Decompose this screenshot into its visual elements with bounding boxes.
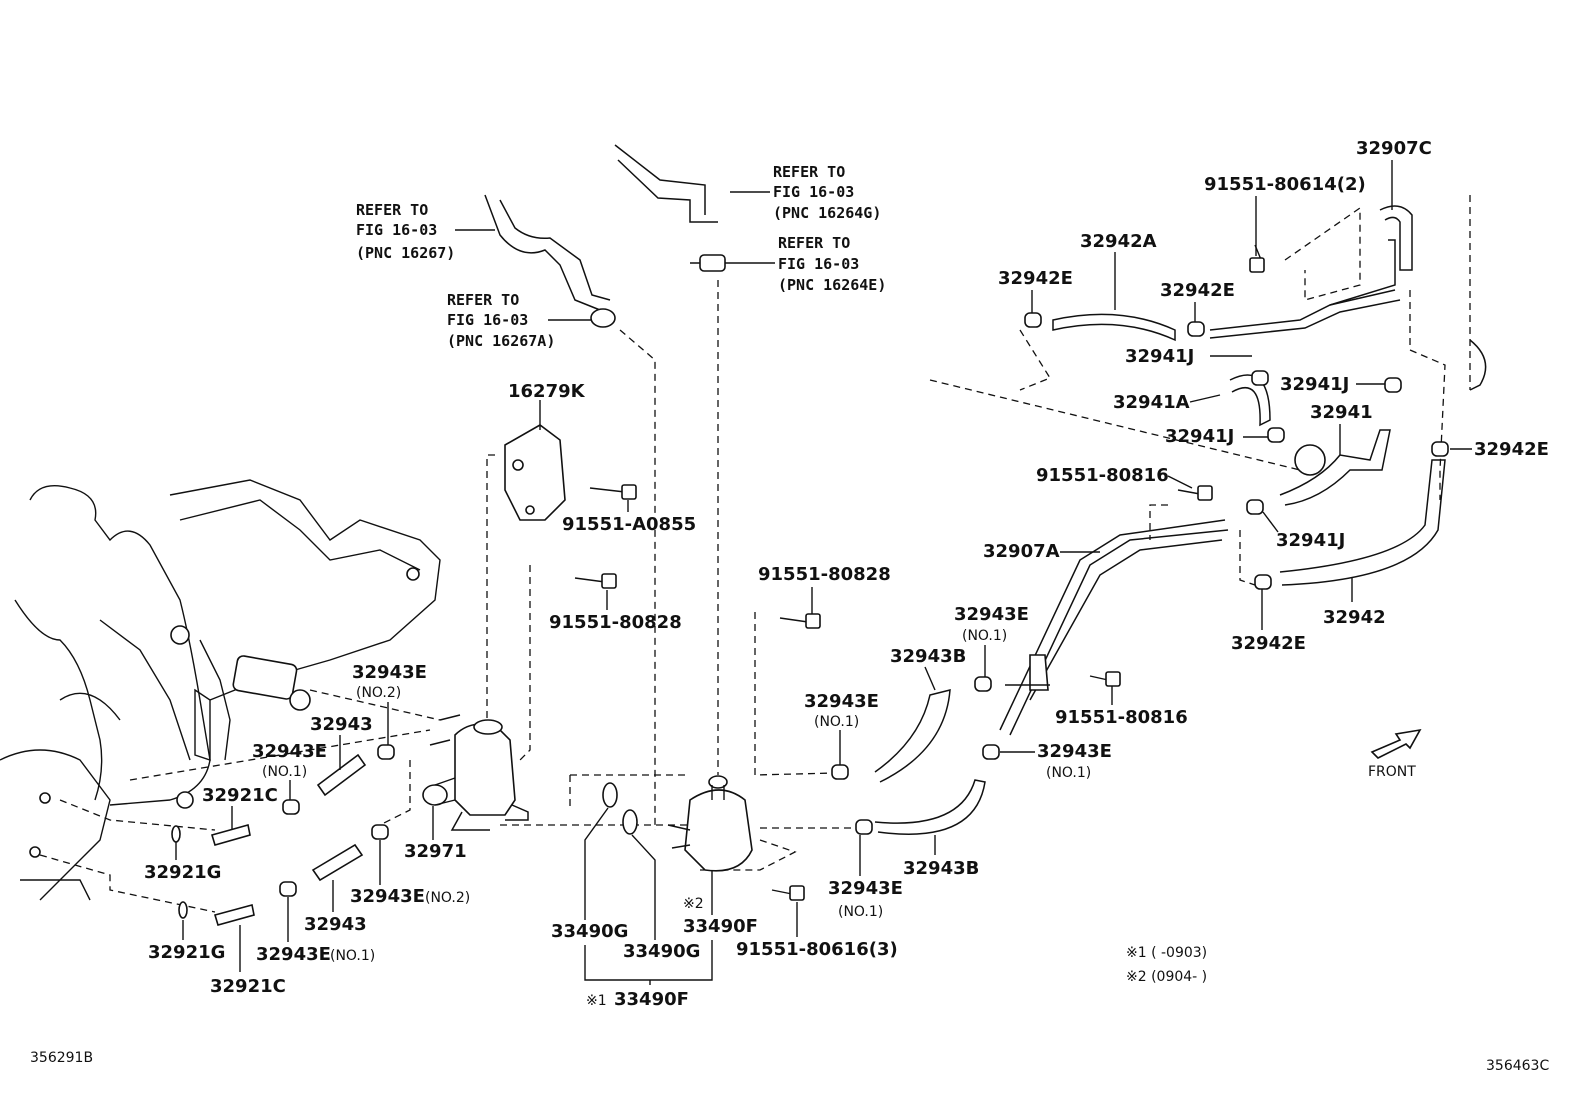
ref3-line2: FIG 16-03 (773, 183, 854, 201)
ref1-line1: REFER TO (356, 201, 428, 219)
label-32943e-no1-left: 32943E (252, 741, 327, 762)
vacuum-tank (602, 775, 753, 872)
label-91551-80616: 91551-80616(3) (736, 939, 898, 960)
label-32943-bottom: 32943 (304, 914, 367, 935)
left-hoses (171, 744, 395, 926)
label-32921c-top: 32921C (202, 785, 278, 806)
label-32943e-no2-top: 32943E (352, 662, 427, 683)
label-32943e-no2-bottom: 32943E (350, 886, 425, 907)
label-32941j-a: 32941J (1125, 346, 1194, 367)
label-33490g-b: 33490G (623, 941, 700, 962)
label-32907c: 32907C (1356, 138, 1432, 159)
note-2: ※2 (0904- ) (1126, 969, 1207, 985)
engine-block (0, 479, 441, 901)
label-32941: 32941 (1310, 402, 1373, 423)
ref2-line2: FIG 16-03 (447, 311, 528, 329)
label-91551-80816-a: 91551-80816 (1036, 465, 1169, 486)
label-32943b-top: 32943B (890, 646, 966, 667)
mid-hoses (831, 676, 1000, 835)
leader-lines (39, 195, 1471, 913)
label-32942e-d: 32942E (1231, 633, 1306, 654)
label-32943b-bottom: 32943B (903, 858, 979, 879)
figure-id-right: 356463C (1486, 1058, 1549, 1074)
label-32942a: 32942A (1080, 231, 1157, 252)
label-91551-80614: 91551-80614(2) (1204, 174, 1366, 195)
label-mark2: ※2 (683, 896, 704, 912)
ref4-line2: FIG 16-03 (778, 255, 859, 273)
upper-hoses (484, 144, 735, 328)
ref1-line3: (PNC 16267) (356, 244, 455, 262)
label-no1-bottom: (NO.1) (330, 948, 375, 964)
label-no1-c: (NO.1) (962, 628, 1007, 644)
label-91551-80828-b: 91551-80828 (758, 564, 891, 585)
label-32943e-no1-e: 32943E (828, 878, 903, 899)
label-32941j-d: 32941J (1276, 530, 1345, 551)
ref3-line3: (PNC 16264G) (773, 204, 881, 222)
front-arrow-icon (1370, 728, 1422, 759)
ref2-line3: (PNC 16267A) (447, 332, 555, 350)
ref1-line2: FIG 16-03 (356, 221, 437, 239)
bolts (574, 244, 1265, 901)
label-33490g-a: 33490G (551, 921, 628, 942)
label-32907a: 32907A (983, 541, 1060, 562)
label-32942e-b: 32942E (1160, 280, 1235, 301)
label-32943e-mid: 32943E (804, 691, 879, 712)
label-32943e-no1-bottom: 32943E (256, 944, 331, 965)
label-32942: 32942 (1323, 607, 1386, 628)
label-33490f-top: 33490F (683, 916, 758, 937)
label-32971: 32971 (404, 841, 467, 862)
label-32943e-no1-d: 32943E (1037, 741, 1112, 762)
figure-id-left: 356291B (30, 1050, 93, 1066)
ref4-line1: REFER TO (778, 234, 850, 252)
ref2-line1: REFER TO (447, 291, 519, 309)
ref4-line3: (PNC 16264E) (778, 276, 886, 294)
label-no1-e: (NO.1) (838, 904, 883, 920)
label-no1-left: (NO.1) (262, 764, 307, 780)
label-front: FRONT (1368, 764, 1416, 780)
label-32921c-bottom: 32921C (210, 976, 286, 997)
label-no2-top: (NO.2) (356, 685, 401, 701)
pipe-32907a (999, 519, 1229, 736)
label-32941a: 32941A (1113, 392, 1190, 413)
label-33490f-bottom: 33490F (614, 989, 689, 1010)
bracket-16279k (504, 424, 637, 521)
label-32921g-top: 32921G (144, 862, 221, 883)
label-32943e-no1-c: 32943E (954, 604, 1029, 625)
label-no1-mid: (NO.1) (814, 714, 859, 730)
label-32941j-b: 32941J (1280, 374, 1349, 395)
label-91551-80816-b: 91551-80816 (1055, 707, 1188, 728)
labels: REFER TO FIG 16-03 (PNC 16267) REFER TO … (30, 138, 1549, 1074)
label-91551-80828-a: 91551-80828 (549, 612, 682, 633)
label-no2-bottom: (NO.2) (425, 890, 470, 906)
label-32943-top: 32943 (310, 714, 373, 735)
label-mark1: ※1 (586, 993, 607, 1009)
label-32942e-a: 32942E (998, 268, 1073, 289)
label-32921g-bottom: 32921G (148, 942, 225, 963)
ref3-line1: REFER TO (773, 163, 845, 181)
label-32941j-c: 32941J (1165, 426, 1234, 447)
label-16279k: 16279K (508, 381, 586, 402)
label-no1-d: (NO.1) (1046, 765, 1091, 781)
note-1: ※1 ( -0903) (1126, 945, 1207, 961)
label-32942e-c: 32942E (1474, 439, 1549, 460)
label-91551-a0855: 91551-A0855 (562, 514, 696, 535)
upper-right-hoses (1024, 205, 1487, 590)
vacuum-pump-32971 (422, 714, 529, 831)
